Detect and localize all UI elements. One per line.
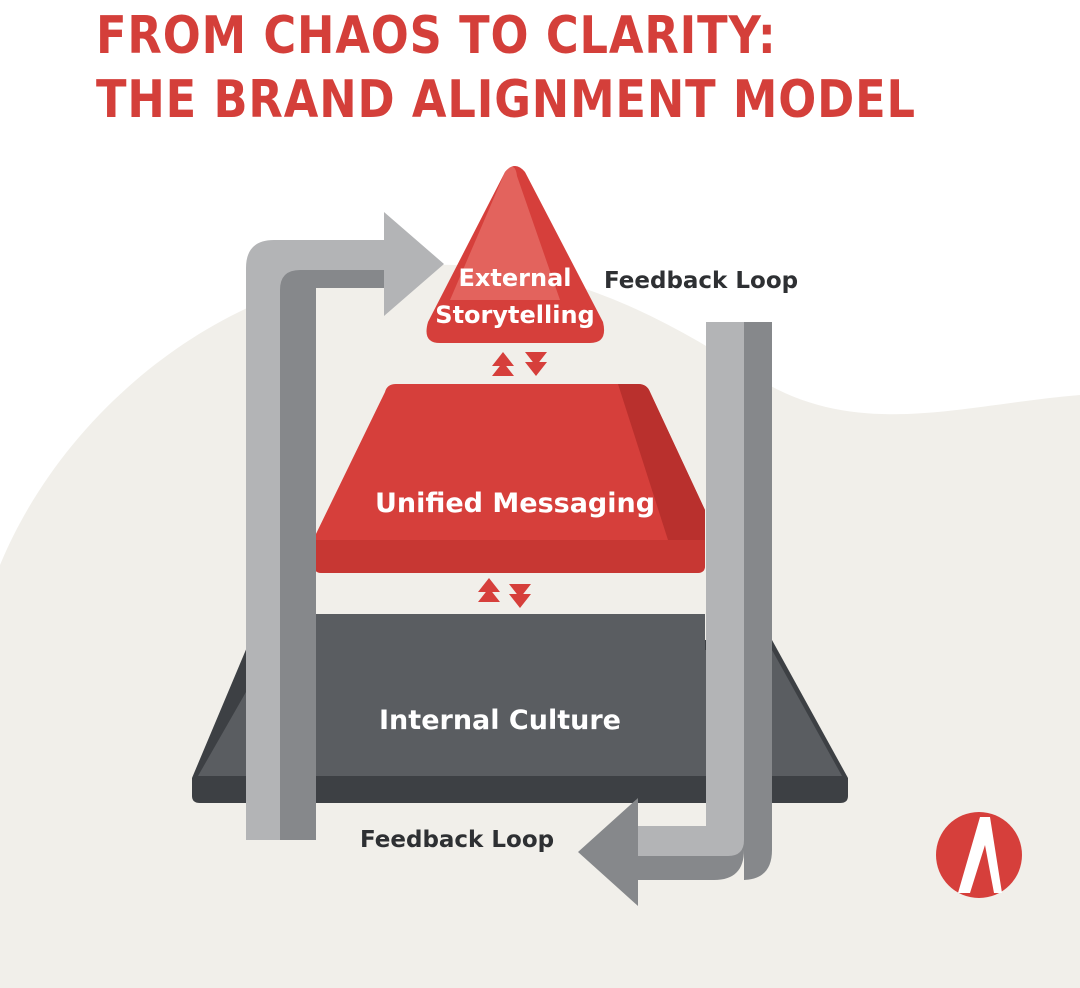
feedback-loop-label-bottom: Feedback Loop bbox=[360, 827, 554, 853]
base-tier: Internal Culture bbox=[192, 614, 848, 803]
middle-tier: Unified Messaging bbox=[314, 384, 705, 573]
feedback-arrow-left bbox=[246, 212, 444, 840]
middle-tier-label: Unified Messaging bbox=[375, 488, 655, 519]
brand-logo-icon bbox=[936, 812, 1022, 898]
middle-tier-highlight bbox=[314, 540, 705, 573]
arrow-shaft-light bbox=[638, 322, 744, 856]
base-tier-top bbox=[314, 614, 705, 734]
feedback-arrow-right bbox=[578, 322, 772, 906]
title-line-2: THE BRAND ALIGNMENT MODEL bbox=[96, 70, 916, 130]
top-tier-highlight bbox=[450, 166, 560, 300]
top-tier-label-line-1: External bbox=[459, 264, 572, 292]
middle-tier-shape bbox=[314, 384, 705, 573]
middle-tier-shade bbox=[618, 384, 705, 540]
top-tier: External Storytelling bbox=[426, 166, 605, 343]
up-arrow-icon bbox=[492, 352, 514, 376]
logo-letter-a bbox=[958, 817, 1002, 893]
feedback-loop-label-right: Feedback Loop bbox=[604, 268, 798, 294]
base-tier-label: Internal Culture bbox=[379, 705, 621, 736]
down-arrow-icon bbox=[509, 584, 531, 608]
connector-arrows-lower bbox=[478, 578, 531, 608]
connector-arrows-upper bbox=[492, 352, 547, 376]
down-arrow-icon bbox=[525, 352, 547, 376]
title-line-1: FROM CHAOS TO CLARITY: bbox=[96, 6, 777, 66]
arrow-shaft-edge bbox=[742, 322, 772, 880]
top-tier-label-line-2: Storytelling bbox=[435, 301, 594, 329]
up-arrow-icon bbox=[478, 578, 500, 602]
arrow-shaft-dark bbox=[280, 270, 384, 840]
